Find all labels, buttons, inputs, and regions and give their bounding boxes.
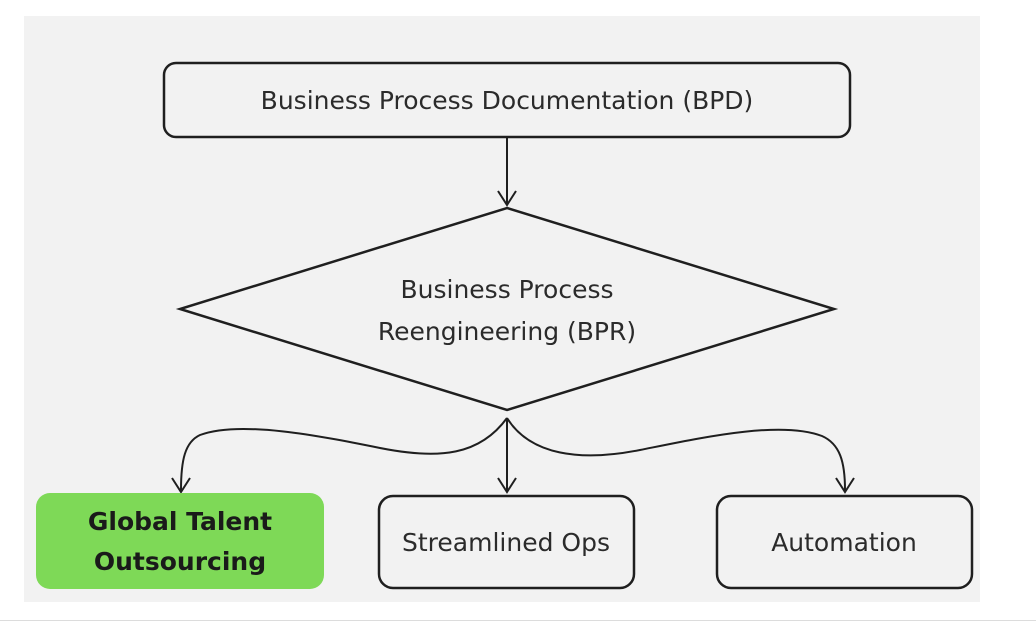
node-bpr-label-line1: Business Process bbox=[400, 275, 613, 304]
node-gto-box bbox=[36, 493, 324, 589]
node-gto-label-line2: Outsourcing bbox=[94, 547, 266, 576]
node-bpr: Business Process Reengineering (BPR) bbox=[175, 206, 839, 412]
node-streamlined-ops: Streamlined Ops bbox=[377, 494, 636, 590]
node-streamlined-label: Streamlined Ops bbox=[402, 528, 610, 557]
bottom-divider bbox=[0, 620, 1036, 621]
node-automation: Automation bbox=[715, 494, 974, 590]
arrowhead-bpr-to-gto bbox=[171, 477, 191, 494]
arrow-bpr-to-automation bbox=[506, 417, 846, 491]
node-automation-box bbox=[715, 494, 974, 590]
node-gto-label-line1: Global Talent bbox=[88, 507, 272, 536]
node-bpr-label-line2: Reengineering (BPR) bbox=[378, 317, 636, 346]
arrowhead-bpr-to-automation bbox=[835, 477, 855, 494]
node-automation-label: Automation bbox=[771, 528, 917, 557]
node-bpr-diamond bbox=[175, 206, 839, 412]
node-bpd-box bbox=[162, 61, 852, 139]
node-streamlined-box bbox=[377, 494, 636, 590]
arrowhead-bpr-to-streamlined bbox=[497, 477, 517, 494]
node-global-talent-outsourcing: Global Talent Outsourcing bbox=[36, 493, 324, 589]
arrowhead-bpd-to-bpr bbox=[497, 190, 517, 207]
arrow-bpr-to-gto bbox=[180, 417, 508, 491]
node-bpd-label: Business Process Documentation (BPD) bbox=[261, 86, 754, 115]
node-bpd: Business Process Documentation (BPD) bbox=[162, 61, 852, 139]
